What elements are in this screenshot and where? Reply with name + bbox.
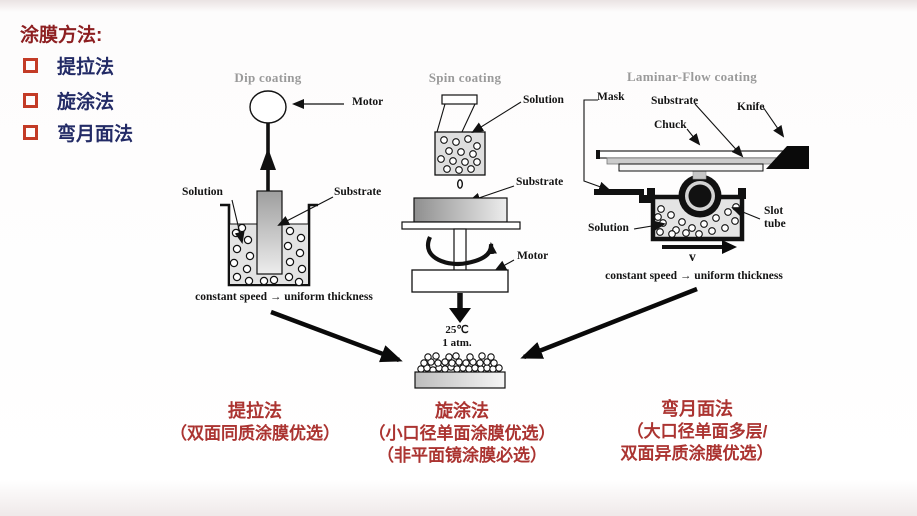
laminar-chuck-leader	[686, 128, 701, 146]
spin-down-arrowhead	[449, 308, 471, 323]
spin-substrate-label: Substrate	[516, 176, 564, 188]
dip-substrate-leader	[277, 196, 334, 226]
laminar-mask-step-a	[594, 189, 644, 195]
summary-laminar-name: 弯月面法	[661, 399, 733, 419]
laminar-mask-label: Mask	[597, 91, 625, 103]
bullet-item-dip: 提拉法	[23, 52, 114, 79]
dip-substrate-plate	[256, 190, 283, 275]
spin-dispenser	[441, 94, 478, 105]
laminar-title: Laminar-Flow coating	[626, 69, 758, 84]
dip-solution-label: Solution	[182, 186, 223, 198]
spin-turntable-plate	[401, 221, 521, 230]
laminar-solution-label: Solution	[588, 222, 629, 234]
summary-laminar-line1: （大口径单面多层/	[626, 422, 768, 442]
spin-drop	[457, 179, 464, 189]
laminar-mask-step-b	[639, 195, 655, 203]
spin-pressure: 1 atm.	[442, 337, 472, 349]
summary-spin-name: 旋涂法	[435, 401, 489, 421]
spin-temperature: 25℃	[445, 324, 469, 336]
bullet-square-icon	[23, 125, 38, 140]
bullet-label: 提拉法	[57, 57, 115, 78]
arrow-laminar-to-result	[520, 286, 698, 360]
bullet-item-spin: 旋涂法	[23, 87, 114, 114]
laminar-slot-tube-label: Slot tube	[764, 205, 786, 230]
dip-beaker	[220, 203, 318, 287]
spin-substrate-slab	[413, 197, 508, 223]
laminar-mask-plate	[598, 150, 785, 159]
bullet-item-meniscus: 弯月面法	[23, 119, 133, 146]
laminar-chuck-label: Chuck	[654, 119, 687, 131]
spin-motor-box	[411, 269, 509, 293]
arrow-dip-to-result	[270, 309, 403, 363]
summary-spin-line2: （非平面镜涂膜必选）	[377, 445, 547, 465]
spin-title: Spin coating	[428, 70, 502, 85]
laminar-substrate-label: Substrate	[651, 95, 699, 107]
bullet-label: 旋涂法	[57, 92, 115, 113]
page-title: 涂膜方法:	[20, 25, 103, 46]
spin-solution-label: Solution	[523, 94, 564, 106]
dip-motor-circle	[249, 90, 287, 124]
dip-solution-leader	[231, 199, 245, 244]
summary-dip: 提拉法 （双面同质涂膜优选）	[145, 400, 365, 445]
laminar-knife-label: Knife	[737, 101, 765, 113]
laminar-substrate-leader	[694, 103, 744, 158]
coated-substrate-result	[414, 352, 506, 389]
result-particles	[417, 352, 503, 374]
bullet-label: 弯月面法	[57, 124, 134, 145]
summary-dip-line1: （双面同质涂膜优选）	[170, 424, 340, 444]
dip-title: Dip coating	[234, 70, 302, 85]
dip-motor-label: Motor	[352, 96, 384, 108]
laminar-knife-leader	[762, 106, 785, 138]
laminar-mask-leader	[583, 99, 611, 192]
dip-pull-arrowhead-up	[260, 148, 276, 170]
dip-coating-diagram	[220, 90, 344, 287]
laminar-chuck-plate	[618, 163, 764, 172]
laminar-flow-diagram	[583, 99, 809, 254]
summary-spin-line1: （小口径单面涂膜优选）	[368, 424, 556, 444]
summary-dip-name: 提拉法	[228, 401, 282, 421]
result-substrate-bar	[414, 371, 506, 389]
laminar-tub-lip-left	[647, 188, 655, 199]
bullet-square-icon	[23, 58, 38, 73]
laminar-knife-wedge	[766, 146, 809, 169]
laminar-chuck-stem	[692, 170, 707, 180]
laminar-solution-leader	[633, 220, 666, 231]
summary-laminar-line2: 双面异质涂膜优选）	[620, 443, 774, 463]
spin-coating-diagram	[401, 94, 522, 323]
spin-rotation-arrow	[425, 236, 497, 266]
laminar-mask-plate-endcap	[596, 150, 600, 159]
laminar-velocity-arrowhead	[722, 240, 737, 254]
dip-caption: constant speed → uniform thickness	[195, 291, 373, 303]
laminar-velocity-label: v	[689, 249, 696, 264]
summary-laminar: 弯月面法 （大口径单面多层/ 双面异质涂膜优选）	[587, 398, 807, 465]
spin-motor-label: Motor	[517, 250, 549, 262]
spin-motor-leader	[494, 259, 515, 271]
laminar-caption: constant speed → uniform thickness	[605, 270, 783, 282]
laminar-tub-lip-right	[738, 188, 746, 199]
spin-funnel-right	[460, 103, 476, 135]
laminar-slot-tube-core	[688, 184, 712, 208]
spin-solution-leader	[471, 101, 522, 134]
laminar-slot-tube-leader	[731, 207, 761, 220]
dip-substrate-label: Substrate	[334, 186, 382, 198]
laminar-solution-tub	[650, 194, 745, 242]
spin-funnel-left	[436, 103, 446, 133]
laminar-substrate-plate	[606, 157, 779, 165]
spin-solution-bubbles	[437, 135, 481, 174]
summary-spin: 旋涂法 （小口径单面涂膜优选） （非平面镜涂膜必选）	[352, 400, 572, 467]
bullet-square-icon	[23, 93, 38, 108]
